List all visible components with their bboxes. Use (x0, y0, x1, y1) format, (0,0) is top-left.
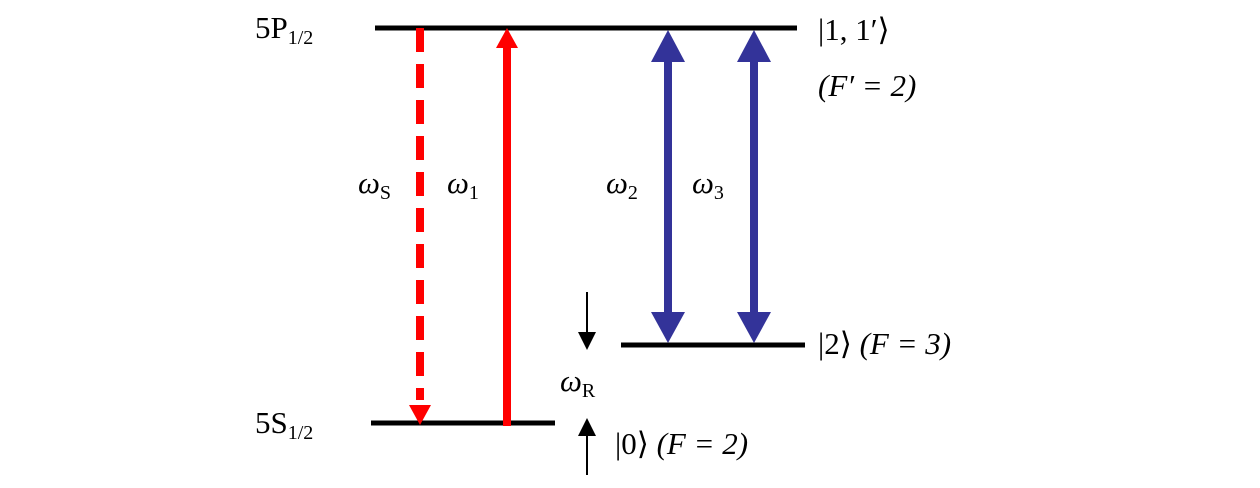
label-omega-1: ω1 (447, 165, 479, 204)
label-omega-s: ωS (358, 165, 392, 204)
label-state-1: |1, 1′⟩ (818, 12, 890, 47)
arrow-omega-3 (737, 30, 771, 343)
label-f-prime: (F′ = 2) (818, 68, 917, 103)
label-5s: 5S1/2 (255, 405, 314, 444)
label-state-0: |0⟩ (F = 2) (615, 426, 749, 461)
arrow-omega-r-down-head (578, 332, 596, 350)
label-state-2: |2⟩ (F = 3) (818, 326, 952, 361)
label-omega-r: ωR (560, 363, 596, 402)
arrow-omega-1-head (496, 28, 518, 48)
label-omega-3: ω3 (692, 165, 724, 204)
label-omega-2: ω2 (606, 165, 638, 204)
arrow-omega-s-head (409, 405, 431, 425)
arrow-omega-r-up-head (578, 418, 596, 436)
label-5p: 5P1/2 (255, 10, 314, 49)
arrow-omega-2 (651, 30, 685, 343)
